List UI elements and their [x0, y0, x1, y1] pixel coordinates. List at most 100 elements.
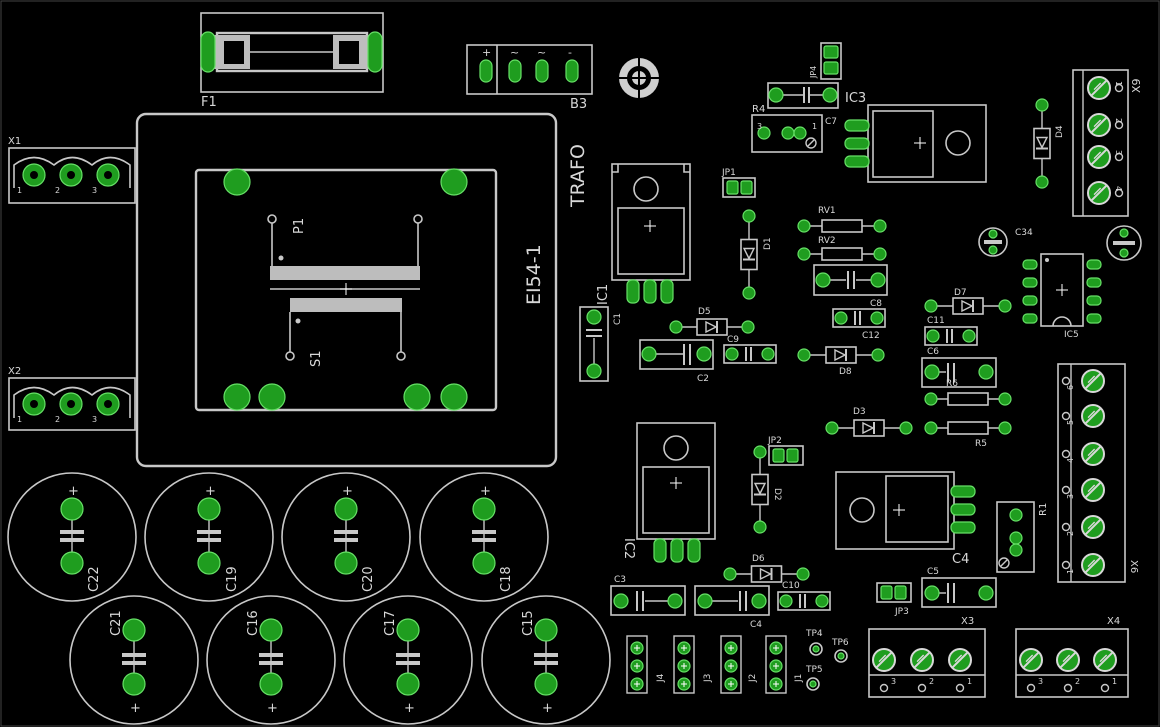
screw-terminal[interactable] — [910, 648, 934, 672]
screw-terminal[interactable] — [1019, 648, 1043, 672]
terminal-hole — [1114, 83, 1124, 93]
screw-terminal[interactable] — [1081, 553, 1105, 577]
diode-d7[interactable] — [924, 297, 1012, 315]
terminal-block-x3[interactable]: 123 — [868, 628, 986, 698]
capacitor-c9[interactable] — [723, 344, 777, 364]
capacitor-c10[interactable] — [777, 591, 831, 611]
resistors — [797, 219, 1012, 435]
capacitor-c7[interactable] — [767, 82, 839, 109]
x1-pin2: 2 — [55, 186, 60, 195]
capacitor-c34[interactable] — [978, 227, 1008, 257]
ic5-dip8[interactable] — [1022, 253, 1102, 327]
capacitor-c8[interactable] — [813, 264, 888, 296]
capacitor-c12[interactable] — [832, 308, 886, 328]
label-d3: D3 — [853, 407, 866, 417]
screw-terminal[interactable] — [1081, 369, 1105, 393]
label-s1: S1 — [309, 350, 324, 367]
terminal-block-x4[interactable]: 123 — [1015, 628, 1129, 698]
resistor-rv2[interactable] — [797, 247, 887, 261]
trimmer-r1[interactable] — [996, 501, 1035, 573]
r4-pin1: 1 — [812, 122, 817, 131]
regulator-ic3[interactable] — [844, 104, 987, 183]
label-c10: C10 — [782, 581, 800, 591]
bulk-capacitor[interactable]: + — [7, 472, 137, 602]
screw-terminal[interactable] — [1087, 76, 1111, 100]
bulk-capacitor[interactable]: + — [481, 595, 611, 725]
capacitor-unlabeled-right[interactable] — [1106, 225, 1142, 261]
bulk-capacitor[interactable]: + — [69, 595, 199, 725]
testpoint-tp5[interactable] — [806, 677, 820, 691]
resistor-r5[interactable] — [924, 421, 1012, 435]
fuse-f1[interactable] — [200, 12, 384, 93]
diode-d3[interactable] — [825, 419, 913, 437]
connector-x1[interactable] — [8, 147, 136, 204]
diode-d2[interactable] — [751, 445, 769, 534]
screw-terminal[interactable] — [1087, 181, 1111, 205]
label-c21: C21 — [109, 610, 124, 636]
capacitor-c11[interactable] — [924, 326, 978, 346]
screw-terminal[interactable] — [1081, 442, 1105, 466]
screw-terminal[interactable] — [1056, 648, 1080, 672]
diode-d4[interactable] — [1033, 98, 1051, 189]
label-ic2: IC2 — [621, 538, 636, 559]
diode-d5[interactable] — [669, 318, 755, 336]
bulk-capacitor[interactable]: + — [281, 472, 411, 602]
bulk-capacitor[interactable]: + — [206, 595, 336, 725]
testpoint-tp4[interactable] — [809, 642, 823, 656]
label-c18: C18 — [499, 566, 514, 592]
label-rv1: RV1 — [818, 206, 836, 216]
capacitor-c4[interactable] — [694, 585, 770, 616]
screw-terminal[interactable] — [1087, 145, 1111, 169]
label-r6: R6 — [946, 379, 958, 389]
bulk-capacitor[interactable]: + — [343, 595, 473, 725]
trimmer-r4[interactable] — [751, 114, 823, 153]
bridge-rectifier-b3[interactable] — [466, 44, 593, 95]
screw-terminal[interactable] — [1087, 113, 1111, 137]
jumper-jp2[interactable] — [768, 445, 804, 466]
screw-terminal[interactable] — [948, 648, 972, 672]
capacitor-c5[interactable] — [921, 577, 997, 608]
jumper-jp3[interactable] — [876, 582, 912, 603]
jumper-jp1[interactable] — [722, 177, 756, 198]
screw-terminal[interactable] — [872, 648, 896, 672]
header-j4[interactable] — [626, 635, 648, 694]
header-j1[interactable] — [765, 635, 787, 694]
label-c19: C19 — [225, 566, 240, 592]
testpoint-tp6[interactable] — [834, 649, 848, 663]
transformer-ei54[interactable] — [135, 112, 558, 468]
label-d1: D1 — [763, 237, 773, 250]
screw-terminal[interactable] — [1081, 404, 1105, 428]
screw-terminal[interactable] — [1093, 648, 1117, 672]
cap-plus-mark: + — [404, 701, 415, 716]
label-x3: X3 — [961, 616, 974, 627]
label-d2: D2 — [772, 488, 782, 501]
bulk-capacitor[interactable]: + — [144, 472, 274, 602]
resistor-r6[interactable] — [924, 392, 1012, 406]
connector-x2[interactable] — [8, 377, 136, 431]
regulator-ic2[interactable] — [636, 422, 716, 563]
diode-d8[interactable] — [797, 346, 885, 364]
header-j2[interactable] — [720, 635, 742, 694]
capacitor-c3[interactable] — [610, 585, 686, 616]
header-j3[interactable] — [673, 635, 695, 694]
screw-terminal[interactable] — [1081, 515, 1105, 539]
regulator-ic1[interactable] — [611, 163, 691, 304]
x1-pin1: 1 — [17, 186, 22, 195]
capacitor-c1[interactable] — [579, 306, 609, 382]
diode-d1[interactable] — [740, 209, 758, 300]
capacitor-c6[interactable] — [921, 357, 997, 388]
bulk-capacitor[interactable]: + — [419, 472, 549, 602]
regulator-ic4[interactable] — [835, 471, 976, 550]
capacitor-c2[interactable] — [639, 339, 714, 370]
screw-terminal[interactable] — [1081, 478, 1105, 502]
resistor-rv1[interactable] — [797, 219, 887, 233]
label-j4: J4 — [656, 673, 666, 683]
jumper-jp4[interactable] — [820, 42, 842, 80]
label-c12: C12 — [862, 331, 880, 341]
label-c4: C4 — [750, 620, 762, 630]
diode-d6[interactable] — [723, 565, 810, 583]
